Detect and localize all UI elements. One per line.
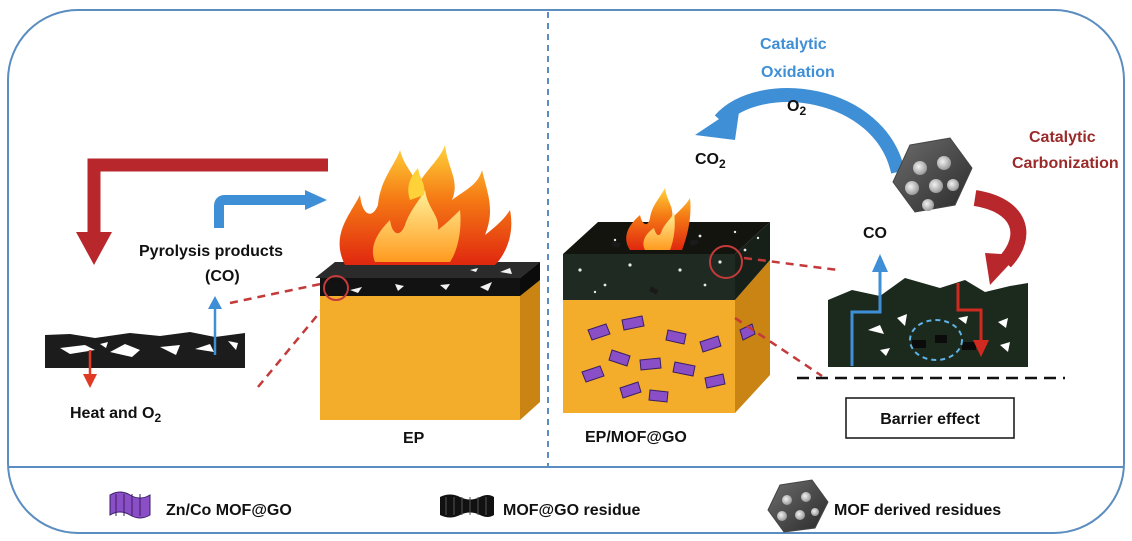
legend-mof-derived-icon — [767, 479, 829, 533]
barrier-effect-box — [845, 397, 1015, 439]
heat-block-arrow — [956, 283, 983, 343]
o2-label: O2 — [787, 98, 806, 118]
pyrolysis-label-line2: (CO) — [205, 268, 240, 285]
mof-derived-residue — [892, 137, 973, 213]
ep-block — [315, 262, 540, 420]
barrier-effect-label: Barrier effect — [880, 411, 980, 428]
legend-mof-go-icon — [109, 491, 151, 519]
heat-block-arrowhead — [973, 340, 989, 357]
ep-label: EP — [403, 430, 425, 447]
oxidation-label-line2: Oxidation — [761, 64, 835, 81]
co-escape-arrowhead — [872, 254, 888, 272]
carbonization-label-line1: Catalytic — [1029, 129, 1096, 146]
co-release-arrowhead — [208, 296, 222, 309]
oxidation-arc — [714, 88, 905, 174]
zoom-line-right-bottom — [734, 316, 823, 378]
ep-mof-go-block — [563, 222, 770, 413]
char-residue-layer — [45, 332, 245, 368]
co-escape-arrow — [850, 270, 882, 366]
legend-residue-icon — [440, 494, 494, 518]
mof-go-sheets — [581, 315, 756, 403]
oxidation-arrowhead — [695, 105, 740, 140]
legend-mof-derived-label: MOF derived residues — [834, 502, 1001, 519]
oxidation-label-line1: Catalytic — [760, 36, 827, 53]
pyrolysis-flow-arrow — [214, 195, 308, 228]
co2-label: CO2 — [695, 151, 726, 171]
ep-mof-go-flame — [626, 188, 691, 250]
zoom-line-right-top — [743, 256, 839, 272]
pyrolysis-label-line1: Pyrolysis products — [139, 243, 283, 260]
ep-flame — [339, 145, 512, 265]
heat-down-arrowhead — [83, 374, 97, 388]
heat-feedback-arrowhead — [76, 232, 112, 265]
heat-feedback-arrow — [87, 158, 328, 237]
co-label: CO — [863, 225, 887, 242]
ep-mof-go-label: EP/MOF@GO — [585, 429, 687, 446]
barrier-char-layer — [828, 278, 1028, 367]
outer-frame — [7, 9, 1125, 534]
legend-mof-go-label: Zn/Co MOF@GO — [166, 502, 292, 519]
pyrolysis-flow-arrowhead — [305, 190, 327, 210]
carbonization-label-line2: Carbonization — [1012, 155, 1119, 172]
zoom-line-top — [229, 280, 331, 305]
carbonization-arc — [973, 190, 1027, 268]
carbonization-arrowhead — [985, 253, 1018, 285]
legend-residue-label: MOF@GO residue — [503, 502, 641, 519]
heat-o2-label: Heat and O2 — [70, 405, 161, 425]
zoom-line-bottom — [257, 299, 331, 388]
char-cracks — [60, 341, 238, 357]
